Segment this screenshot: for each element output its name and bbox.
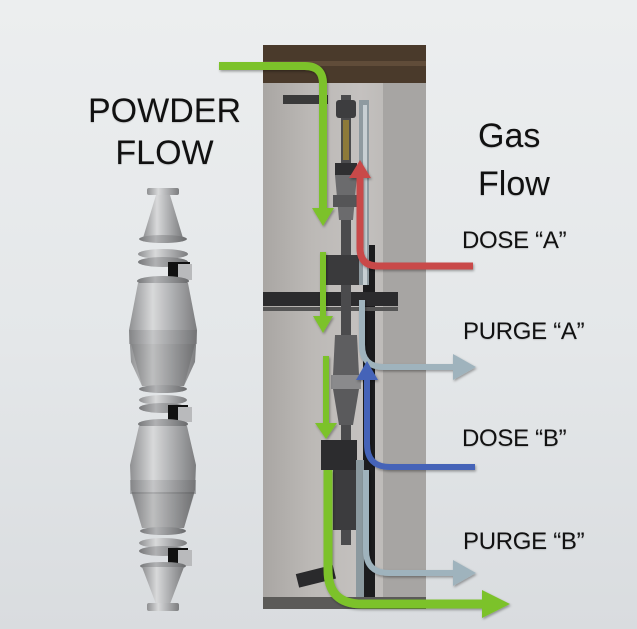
gas-flow-title-line1: Gas bbox=[478, 117, 541, 155]
dose-a-label: DOSE “A” bbox=[462, 227, 567, 254]
apparatus-photo bbox=[263, 45, 426, 609]
purge-b-arrowhead bbox=[453, 560, 476, 586]
powder-flow-title-line2: FLOW bbox=[115, 134, 214, 172]
gas-flow-title: Gas Flow bbox=[478, 112, 550, 208]
powder-arrowhead-3 bbox=[315, 423, 337, 439]
powder-arrowhead-1 bbox=[312, 208, 334, 226]
purge-a-arrowhead bbox=[453, 354, 476, 380]
purge-b-arrow bbox=[363, 470, 455, 576]
dose-b-label: DOSE “B” bbox=[462, 425, 567, 452]
dose-b-arrow bbox=[364, 378, 475, 470]
purge-b-label: PURGE “B” bbox=[463, 528, 585, 555]
gas-flow-title-line2: Flow bbox=[478, 165, 550, 203]
powder-flow-title-line1: POWDER bbox=[88, 92, 241, 130]
vessel-2 bbox=[130, 426, 196, 528]
powder-arrowhead-2 bbox=[313, 316, 333, 333]
purge-a-arrow bbox=[359, 300, 455, 370]
top-flange bbox=[147, 188, 179, 195]
bottom-flange bbox=[147, 603, 179, 611]
powder-arrow-inlet bbox=[219, 62, 327, 210]
purge-a-label: PURGE “A” bbox=[463, 318, 585, 345]
powder-arrowhead-outlet bbox=[482, 590, 510, 618]
dose-a-arrow bbox=[356, 176, 473, 270]
top-cone bbox=[143, 195, 183, 238]
dose-b-arrowhead bbox=[356, 361, 378, 380]
powder-arrow-outlet bbox=[323, 470, 483, 609]
dose-a-arrowhead bbox=[349, 160, 371, 178]
powder-flow-title: POWDER FLOW bbox=[82, 90, 247, 174]
bottom-cone bbox=[142, 567, 184, 604]
